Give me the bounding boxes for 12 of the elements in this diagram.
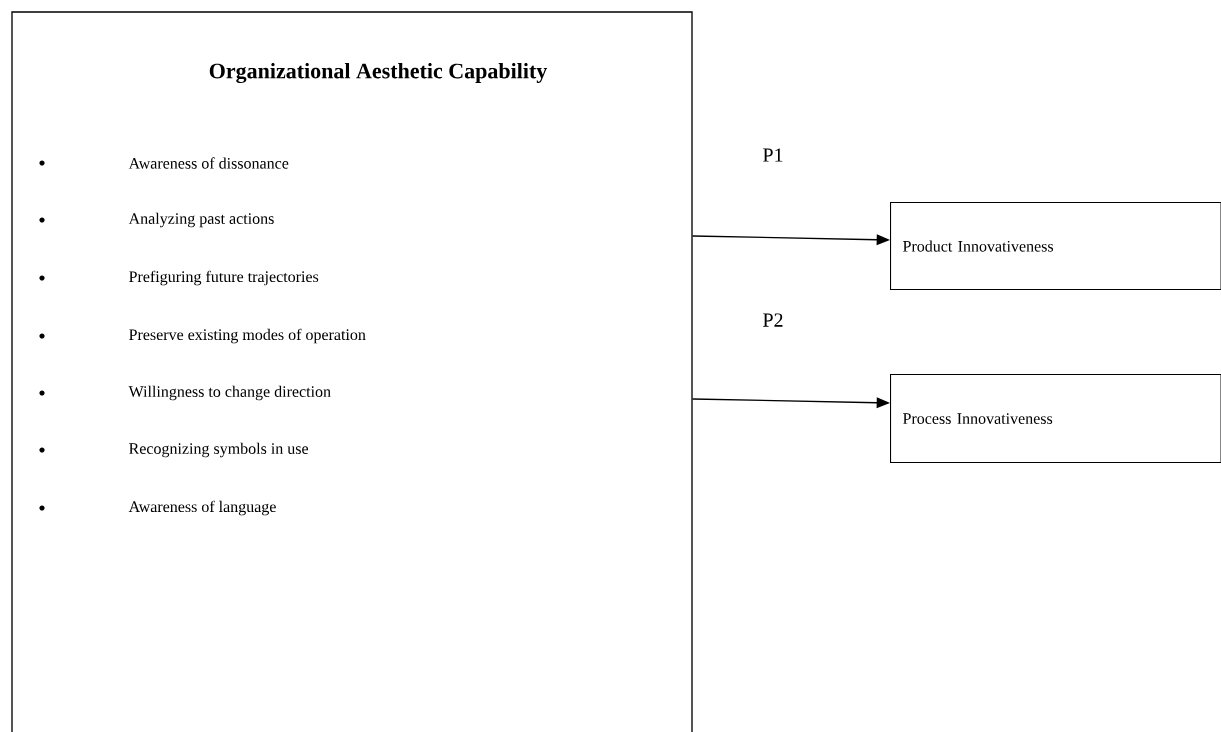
edge-label: P1 xyxy=(761,147,785,163)
bullet-item: Willingness to change direction xyxy=(39,385,331,401)
panel-heading: Organizational Aesthetic Capability xyxy=(209,62,548,84)
bullet-item: Preserve existing modes of operation xyxy=(39,328,366,344)
bullet-item: Analyzing past actions xyxy=(39,212,274,228)
edge-label: P2 xyxy=(761,312,785,328)
bullet-item: Awareness of language xyxy=(39,500,276,516)
outcome-box: Product Innovativeness xyxy=(890,202,1221,291)
bullet-item: Recognizing symbols in use xyxy=(39,442,309,458)
outcome-box: Process Innovativeness xyxy=(890,374,1221,464)
bullet-item: Prefiguring future trajectories xyxy=(39,270,319,286)
bullet-item: Awareness of dissonance xyxy=(39,157,289,169)
